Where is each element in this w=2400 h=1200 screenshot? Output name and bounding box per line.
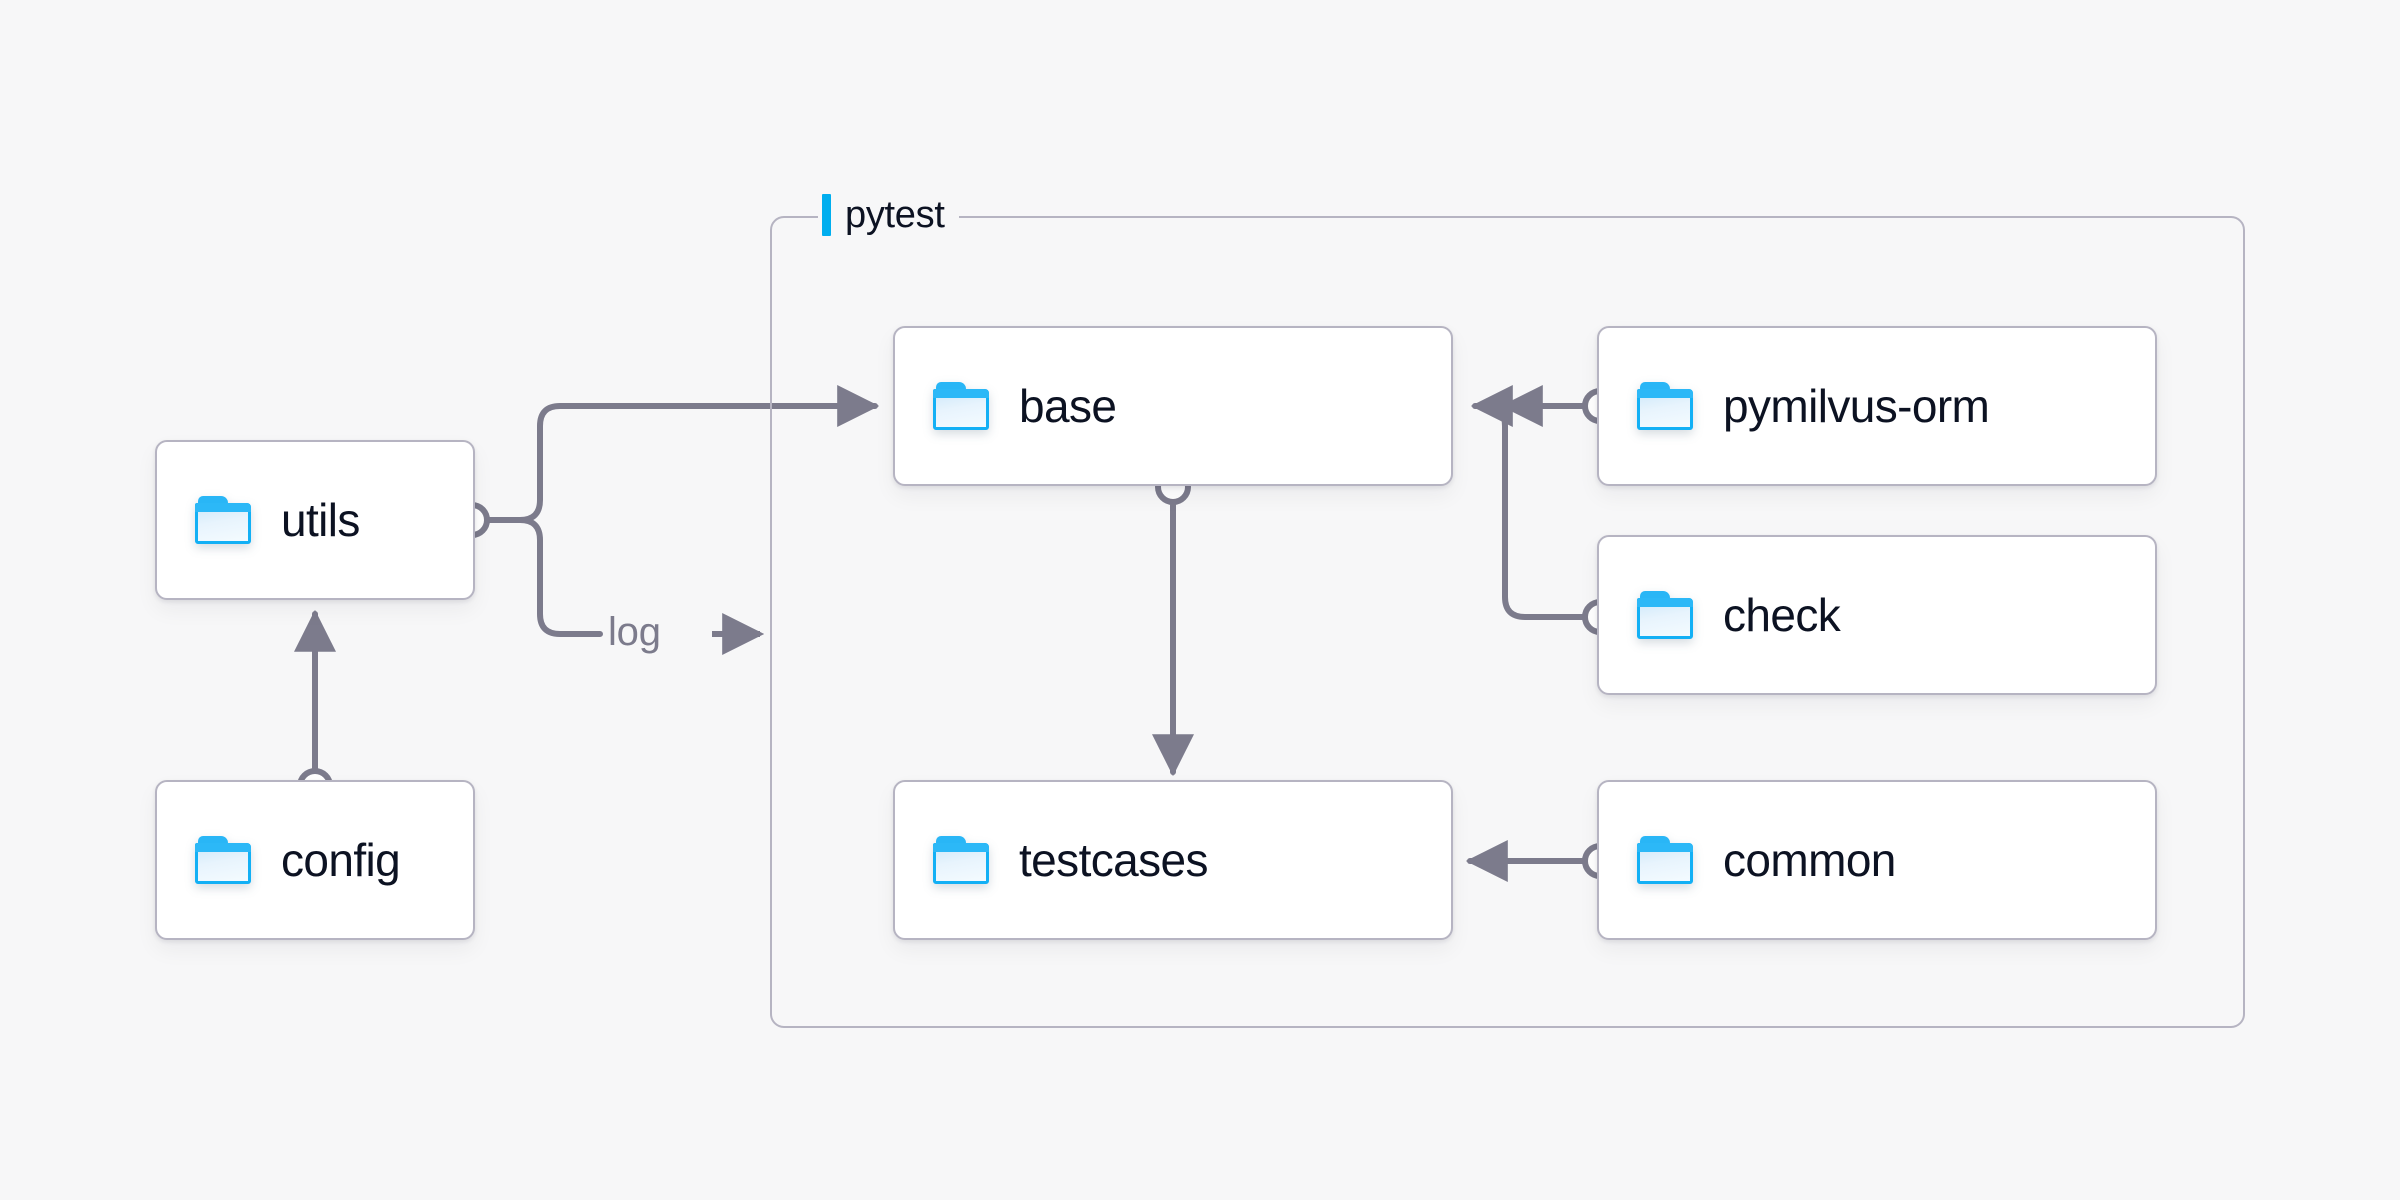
- group-title: pytest: [845, 194, 945, 236]
- node-base[interactable]: base: [893, 326, 1453, 486]
- node-testcases[interactable]: testcases: [893, 780, 1453, 940]
- node-check[interactable]: check: [1597, 535, 2157, 695]
- node-config[interactable]: config: [155, 780, 475, 940]
- node-label: testcases: [1019, 834, 1209, 886]
- node-pymilvus-orm[interactable]: pymilvus-orm: [1597, 326, 2157, 486]
- group-pytest[interactable]: [770, 216, 2245, 1028]
- node-label: config: [281, 834, 401, 886]
- edge-utils-to-log: [487, 517, 603, 637]
- folder-icon: [933, 382, 989, 430]
- folder-icon: [195, 496, 251, 544]
- node-label: pymilvus-orm: [1723, 380, 1990, 432]
- node-utils[interactable]: utils: [155, 440, 475, 600]
- node-label: utils: [281, 494, 360, 546]
- group-accent-bar: [822, 194, 831, 236]
- folder-icon: [1637, 591, 1693, 639]
- node-common[interactable]: common: [1597, 780, 2157, 940]
- group-pytest-label: pytest: [818, 192, 959, 238]
- folder-icon: [1637, 836, 1693, 884]
- node-label: common: [1723, 834, 1896, 886]
- node-label: check: [1723, 589, 1841, 641]
- folder-icon: [195, 836, 251, 884]
- edge-label-log: log: [608, 610, 661, 654]
- node-label: base: [1019, 380, 1117, 432]
- folder-icon: [933, 836, 989, 884]
- folder-icon: [1637, 382, 1693, 430]
